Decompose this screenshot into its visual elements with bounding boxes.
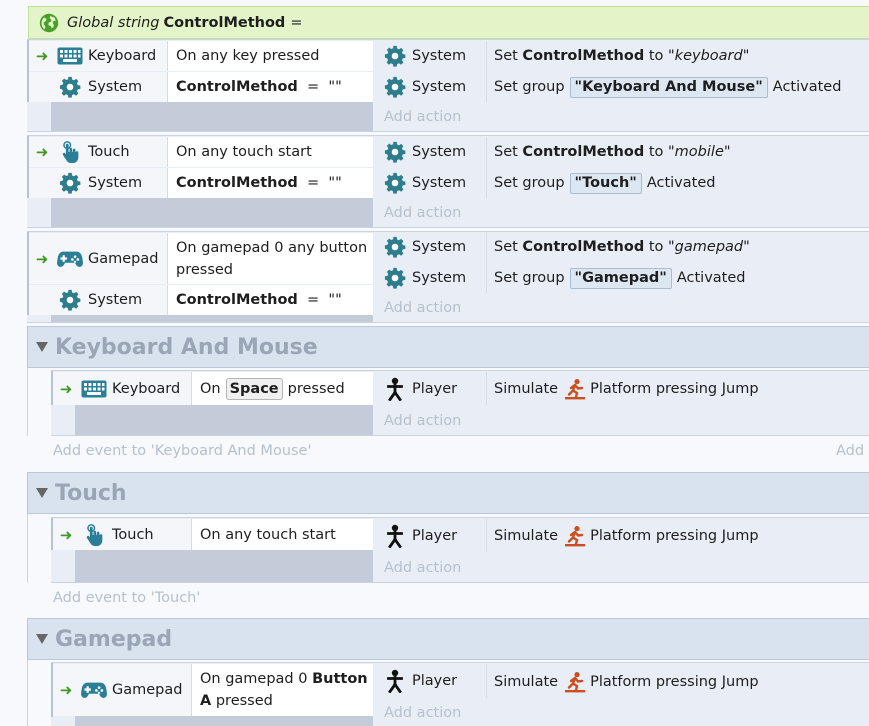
- player-sprite-icon: [382, 525, 408, 547]
- global-var-prefix: Global string: [67, 14, 160, 31]
- trigger-arrow-icon: ➜: [59, 681, 73, 699]
- player-sprite-icon: [382, 670, 408, 692]
- gear-icon: [382, 172, 408, 194]
- action-object-system[interactable]: System: [382, 137, 486, 167]
- trigger-arrow-icon: ➜: [59, 525, 73, 544]
- action-text[interactable]: Set group"Touch"Activated: [487, 168, 869, 198]
- collapse-triangle-icon[interactable]: [36, 634, 48, 644]
- action-text[interactable]: Simulate Platform pressing Jump: [487, 520, 869, 552]
- action-object-player[interactable]: Player: [382, 665, 486, 697]
- action-object-player[interactable]: Player: [382, 373, 486, 405]
- object-name: System: [88, 79, 143, 95]
- action-text[interactable]: Set ControlMethod to "keyboard": [494, 48, 750, 64]
- touch-hand-icon: [81, 524, 107, 546]
- add-action[interactable]: Add action: [384, 109, 462, 125]
- add-action[interactable]: Add action: [384, 300, 462, 316]
- action-object-system[interactable]: System: [382, 263, 486, 293]
- gamepad-icon: [81, 679, 107, 701]
- keyboard-icon: [81, 378, 107, 400]
- collapse-triangle-icon[interactable]: [36, 342, 48, 352]
- action-object-system[interactable]: System: [382, 232, 486, 262]
- add-action[interactable]: Add action: [384, 559, 462, 576]
- group-header-touch[interactable]: Touch: [27, 472, 869, 514]
- trigger-arrow-icon: ➜: [59, 379, 73, 398]
- gear-icon: [382, 267, 408, 289]
- add-condition-area[interactable]: [75, 405, 373, 435]
- player-sprite-icon: [382, 378, 408, 400]
- key-chip: Space: [225, 377, 283, 400]
- platform-run-icon: [562, 525, 588, 547]
- trigger-arrow-icon: ➜: [35, 249, 49, 268]
- group-title: Touch: [55, 480, 127, 506]
- keyboard-icon: [57, 45, 83, 67]
- collapse-triangle-icon[interactable]: [36, 488, 48, 498]
- action-text[interactable]: Simulate Platform pressing Jump: [487, 373, 869, 405]
- platform-run-icon: [562, 671, 588, 693]
- trigger-arrow-icon: ➜: [35, 143, 49, 161]
- global-var-eq: =: [290, 14, 303, 31]
- add-condition-area[interactable]: [51, 198, 373, 227]
- add-event-link[interactable]: Add event to 'Keyboard And Mouse': [53, 443, 312, 459]
- condition-object-gamepad[interactable]: ➜ Gamepad: [53, 664, 191, 716]
- gear-icon: [382, 236, 408, 258]
- gear-icon: [382, 45, 408, 67]
- gear-icon: [57, 76, 83, 98]
- add-condition-area[interactable]: [51, 102, 373, 131]
- add-action[interactable]: Add action: [384, 412, 462, 429]
- condition-object-keyboard[interactable]: ➜ Keyboard: [29, 41, 167, 71]
- object-name: Keyboard: [88, 48, 157, 64]
- condition-object-gamepad[interactable]: ➜ Gamepad: [29, 233, 167, 284]
- condition-text[interactable]: On gamepad 0 any button pressed: [167, 233, 373, 284]
- globe-icon: [39, 13, 59, 33]
- condition-text[interactable]: On any touch start: [167, 137, 373, 167]
- add-condition-area[interactable]: [51, 315, 373, 322]
- action-text[interactable]: Set group"Gamepad"Activated: [487, 263, 869, 293]
- action-object-system[interactable]: System: [382, 72, 486, 102]
- global-var-name: ControlMethod: [163, 14, 286, 31]
- action-text[interactable]: Set ControlMethod to "gamepad": [494, 239, 750, 255]
- action-text[interactable]: Set group"Keyboard And Mouse"Activated: [487, 72, 869, 102]
- group-title: Gamepad: [55, 626, 173, 652]
- add-link[interactable]: Add: [836, 443, 865, 459]
- gamepad-icon: [57, 248, 83, 270]
- condition-text[interactable]: ControlMethod = "": [167, 285, 373, 315]
- add-event-link[interactable]: Add event to 'Touch': [53, 590, 201, 606]
- condition-text[interactable]: On any key pressed: [167, 41, 373, 71]
- add-condition-area[interactable]: [75, 550, 373, 582]
- condition-text[interactable]: ControlMethod = "": [167, 72, 373, 102]
- condition-text[interactable]: On gamepad 0 Button A pressed: [191, 664, 373, 716]
- gear-icon: [382, 141, 408, 163]
- platform-run-icon: [562, 378, 588, 400]
- condition-object-system[interactable]: System: [29, 168, 167, 198]
- action-object-player[interactable]: Player: [382, 520, 486, 552]
- condition-object-system[interactable]: System: [29, 285, 167, 315]
- global-variable-row[interactable]: Global string ControlMethod =: [28, 6, 869, 39]
- condition-object-touch[interactable]: ➜ Touch: [53, 519, 191, 550]
- condition-text[interactable]: ControlMethod = "": [167, 168, 373, 198]
- trigger-arrow-icon: ➜: [35, 47, 49, 65]
- condition-text[interactable]: On any touch start: [191, 519, 373, 550]
- gear-icon: [57, 172, 83, 194]
- condition-object-touch[interactable]: ➜ Touch: [29, 137, 167, 167]
- action-object-system[interactable]: System: [382, 168, 486, 198]
- gear-icon: [382, 76, 408, 98]
- condition-object-system[interactable]: System: [29, 72, 167, 102]
- group-title: Keyboard And Mouse: [55, 334, 318, 360]
- group-header-keyboard-and-mouse[interactable]: Keyboard And Mouse: [27, 326, 869, 368]
- action-text[interactable]: Set ControlMethod to "mobile": [494, 144, 731, 160]
- add-condition-area[interactable]: [75, 716, 373, 726]
- add-action[interactable]: Add action: [384, 205, 462, 221]
- gear-icon: [57, 289, 83, 311]
- condition-object-keyboard[interactable]: ➜ Keyboard: [53, 372, 191, 405]
- touch-hand-icon: [57, 141, 83, 163]
- add-action[interactable]: Add action: [384, 704, 462, 721]
- action-object-system[interactable]: System: [382, 41, 486, 71]
- action-text[interactable]: Simulate Platform pressing Jump: [487, 666, 869, 698]
- group-header-gamepad[interactable]: Gamepad: [27, 618, 869, 660]
